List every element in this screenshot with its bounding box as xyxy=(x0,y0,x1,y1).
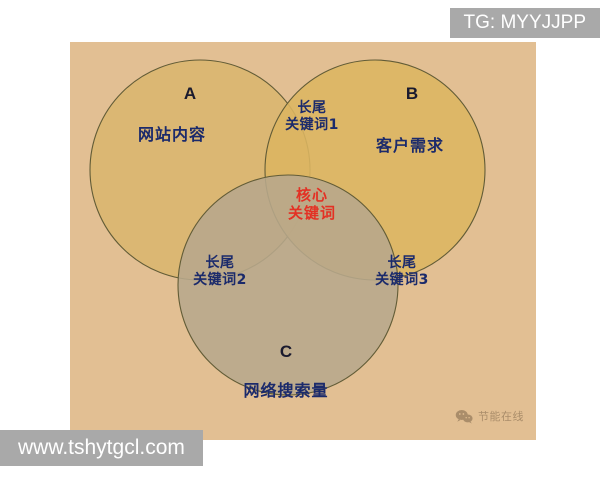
venn-diagram-svg xyxy=(89,59,486,396)
wechat-credit-text: 节能在线 xyxy=(478,410,524,423)
venn-circle-c xyxy=(177,174,399,396)
watermark-top-right: TG: MYYJJPP xyxy=(449,8,600,38)
watermark-bottom-left: www.tshytgcl.com xyxy=(0,430,203,466)
venn-diagram-panel: A B C 网站内容 客户需求 网络搜索量 长尾 关键词1 长尾 关键词2 长尾… xyxy=(70,42,536,440)
wechat-icon xyxy=(455,409,473,424)
wechat-credit: 节能在线 xyxy=(455,408,524,424)
